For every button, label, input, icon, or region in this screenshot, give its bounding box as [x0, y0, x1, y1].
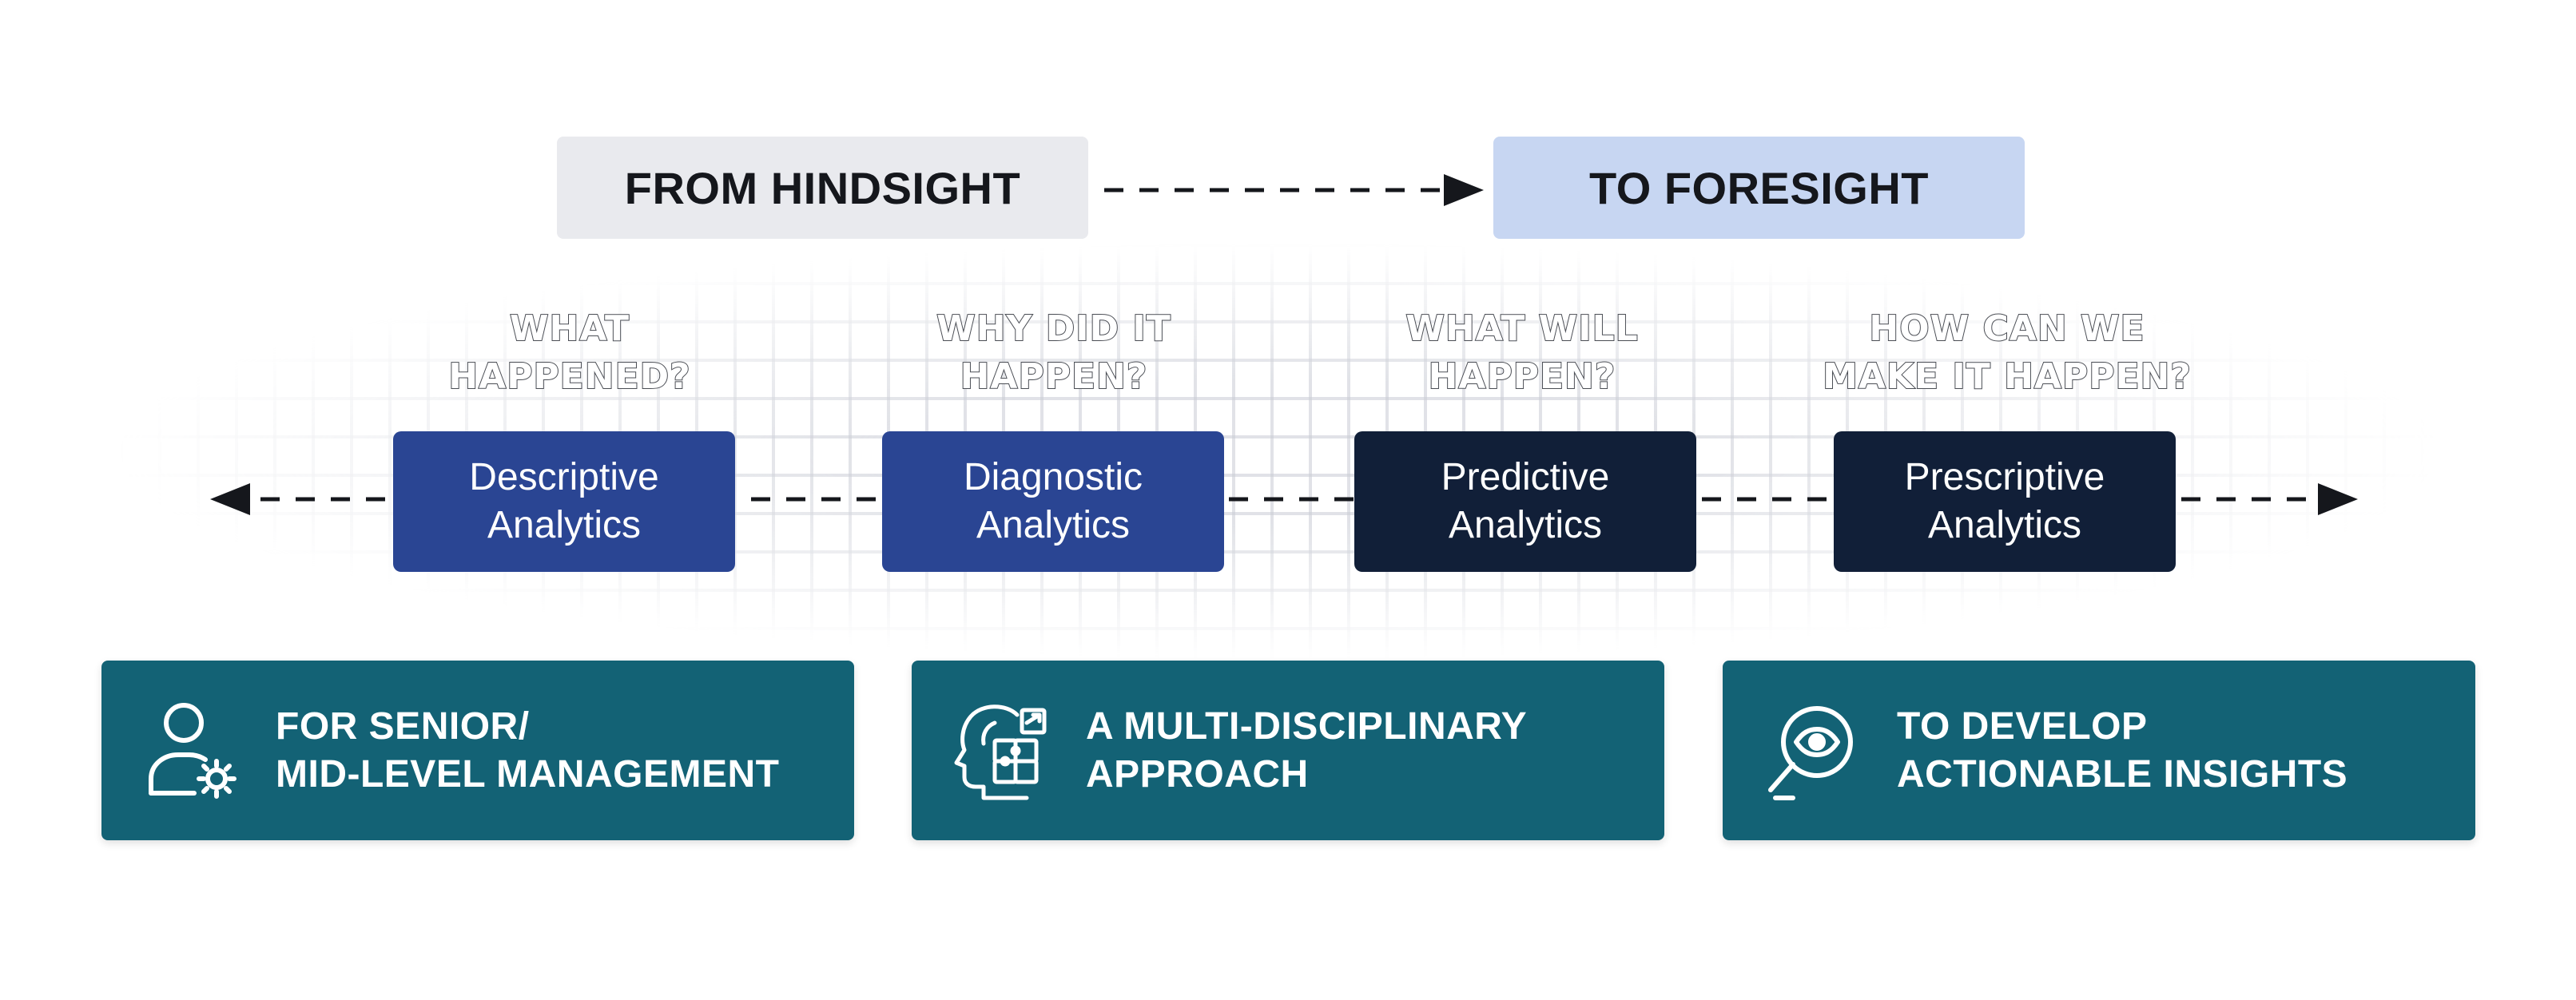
card-multidisciplinary-line2: APPROACH	[1086, 752, 1309, 796]
stage-question-descriptive: WHAT HAPPENED?	[447, 308, 691, 398]
stage-prescriptive-analytics: Prescriptive Analytics	[1834, 431, 2176, 572]
user-gear-icon	[149, 702, 237, 799]
card-insights-line2: ACTIONABLE INSIGHTS	[1897, 752, 2348, 796]
card-management-line2: MID-LEVEL MANAGEMENT	[276, 752, 780, 796]
eye-search-icon	[1768, 705, 1853, 800]
stage-predictive-analytics: Predictive Analytics	[1354, 431, 1696, 572]
card-insights: TO DEVELOP ACTIONABLE INSIGHTS	[1723, 661, 2475, 840]
stage-question-diagnostic: WHY DID IT HAPPEN?	[936, 308, 1171, 398]
card-multidisciplinary: A MULTI-DISCIPLINARY APPROACH	[912, 661, 1664, 840]
card-multidisciplinary-line1: A MULTI-DISCIPLINARY	[1086, 704, 1528, 748]
stage-diagnostic-analytics: Diagnostic Analytics	[882, 431, 1224, 572]
from-hindsight-label: FROM HINDSIGHT	[557, 137, 1088, 239]
head-puzzle-icon	[954, 704, 1047, 800]
card-management: FOR SENIOR/ MID-LEVEL MANAGEMENT	[101, 661, 854, 840]
card-management-line1: FOR SENIOR/	[276, 704, 530, 748]
stage-question-predictive: WHAT WILL HAPPEN?	[1405, 308, 1639, 398]
stage-descriptive-analytics: Descriptive Analytics	[393, 431, 735, 572]
stage-question-prescriptive: HOW CAN WE MAKE IT HAPPEN?	[1822, 308, 2192, 398]
to-foresight-label: TO FORESIGHT	[1493, 137, 2025, 239]
card-insights-line1: TO DEVELOP	[1897, 704, 2148, 748]
